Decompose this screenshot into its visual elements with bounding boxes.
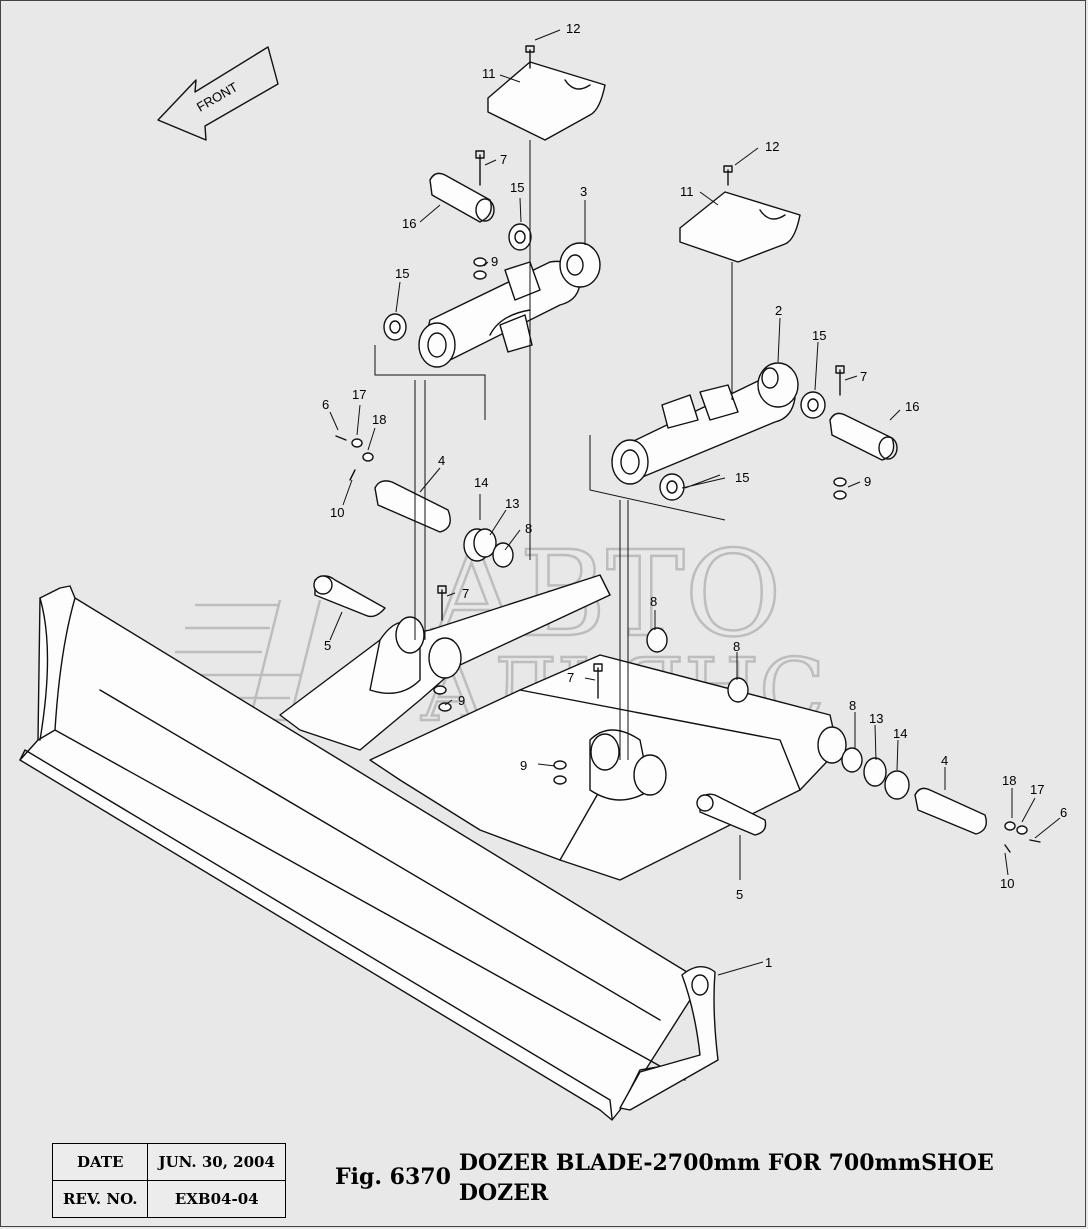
callout-4: 4: [941, 753, 948, 768]
callout-2: 2: [775, 303, 782, 318]
callout-9: 9: [491, 254, 498, 269]
callout-9: 9: [864, 474, 871, 489]
rev-value: EXB04-04: [147, 1180, 286, 1218]
date-label: DATE: [51, 1143, 149, 1181]
callout-15: 15: [510, 180, 524, 195]
callout-4: 4: [438, 453, 445, 468]
callout-13: 13: [869, 711, 883, 726]
callout-10: 10: [330, 505, 344, 520]
callout-8: 8: [650, 594, 657, 609]
callout-11: 11: [680, 184, 694, 199]
callout-11: 11: [482, 66, 496, 81]
leader-lines: [329, 29, 1061, 976]
callout-13: 13: [505, 496, 519, 511]
callout-18: 18: [372, 412, 386, 427]
cylinder-right: [611, 362, 799, 485]
callouts: 12 11 7 15 3 16 9 15 12 11 2 15 7 16 6 1…: [322, 21, 1067, 970]
callout-15: 15: [735, 470, 749, 485]
fasteners: [335, 45, 1041, 853]
callout-5: 5: [324, 638, 331, 653]
callout-18: 18: [1002, 773, 1016, 788]
cover-left: [487, 61, 606, 141]
callout-16: 16: [905, 399, 919, 414]
figure-label: Fig. 6370: [335, 1164, 451, 1190]
rev-label: REV. NO.: [51, 1180, 149, 1218]
date-value: JUN. 30, 2004: [147, 1143, 286, 1181]
washers: [383, 223, 910, 800]
callout-17: 17: [1030, 782, 1044, 797]
push-frame: [279, 574, 847, 881]
callout-8: 8: [733, 639, 740, 654]
callout-5: 5: [736, 887, 743, 902]
figure-title: DOZER BLADE-2700mm FOR 700mmSHOE DOZER: [458, 1150, 994, 1206]
front-arrow: FRONT: [157, 46, 279, 141]
pins: [374, 172, 988, 835]
callout-3: 3: [580, 184, 587, 199]
callout-14: 14: [893, 726, 907, 741]
callout-16: 16: [402, 216, 416, 231]
parts-diagram: АВТО АЛЬЯНС FRONT: [19, 21, 1067, 1121]
dozer-blade: [19, 585, 719, 1121]
alignment-lines: [374, 140, 733, 760]
callout-6: 6: [322, 397, 329, 412]
callout-15: 15: [395, 266, 409, 281]
revision-table: DATE JUN. 30, 2004 REV. NO. EXB04-04: [51, 1143, 286, 1218]
callout-1: 1: [765, 955, 772, 970]
callout-9: 9: [520, 758, 527, 773]
callout-6: 6: [1060, 805, 1067, 820]
callout-15: 15: [812, 328, 826, 343]
callout-7: 7: [462, 586, 469, 601]
callout-8: 8: [849, 698, 856, 713]
callout-8: 8: [525, 521, 532, 536]
callout-7: 7: [860, 369, 867, 384]
cylinder-left: [418, 242, 601, 368]
callout-10: 10: [1000, 876, 1014, 891]
figure-caption: Fig. 6370 DOZER BLADE-2700mm FOR 700mmSH…: [335, 1148, 1059, 1208]
callout-14: 14: [474, 475, 488, 490]
cover-right: [679, 191, 801, 263]
callout-17: 17: [352, 387, 366, 402]
callout-7: 7: [500, 152, 507, 167]
callout-12: 12: [765, 139, 779, 154]
callout-7: 7: [567, 670, 574, 685]
callout-12: 12: [566, 21, 580, 36]
callout-9: 9: [458, 693, 465, 708]
